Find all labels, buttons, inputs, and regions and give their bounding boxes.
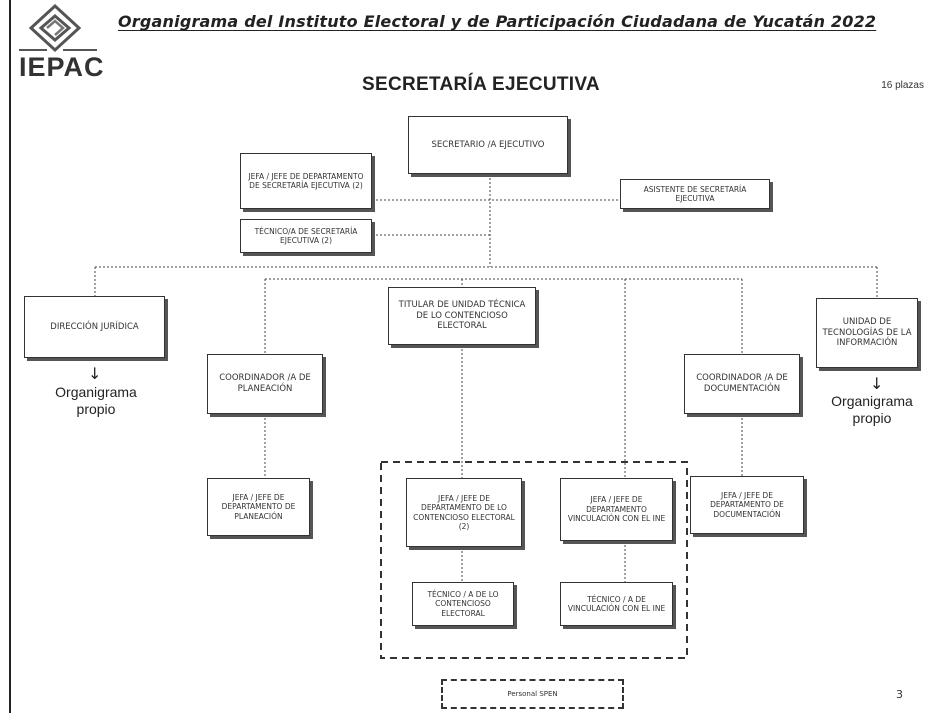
tecnico-vinculacion-box: TÉCNICO / A DE VINCULACIÓN CON EL INE	[560, 582, 673, 626]
tecnico-contencioso-box: TÉCNICO / A DE LO CONTENCIOSO ELECTORAL	[412, 582, 514, 626]
organigrama-propio-right: Organigrama propio	[831, 393, 913, 426]
section-title: SECRETARÍA EJECUTIVA	[0, 74, 928, 96]
asistente-box: ASISTENTE DE SECRETARÍA EJECUTIVA	[620, 179, 770, 209]
unidad-ti-box: UNIDAD DE TECNOLOGÍAS DE LA INFORMACIÓN	[816, 298, 918, 368]
coord-planeacion-box: COORDINADOR /A DE PLANEACIÓN	[207, 354, 323, 414]
section-title-text: SECRETARÍA EJECUTIVA	[362, 74, 600, 95]
titular-contencioso-box: TITULAR DE UNIDAD TÉCNICA DE LO CONTENCI…	[388, 287, 536, 345]
iepac-logo	[19, 4, 97, 53]
tecnico-secretaria-box: TÉCNICO/A DE SECRETARÍA EJECUTIVA (2)	[240, 219, 372, 253]
spen-legend-label: Personal SPEN	[507, 690, 558, 698]
down-arrow-icon: ↓	[870, 374, 884, 393]
secretario-ejecutivo-box: SECRETARIO /A EJECUTIVO	[408, 116, 568, 174]
direccion-juridica-box: DIRECCIÓN JURÍDICA	[24, 296, 165, 358]
logo-text: IEPAC	[19, 52, 105, 82]
document-title: Organigrama del Instituto Electoral y de…	[118, 12, 877, 31]
jefe-documentacion-box: JEFA / JEFE DE DEPARTAMENTO DE DOCUMENTA…	[690, 476, 804, 534]
jefe-contencioso-box: JEFA / JEFE DE DEPARTAMENTO DE LO CONTEN…	[406, 478, 522, 547]
down-arrow-icon: ↓	[88, 364, 102, 383]
jefe-planeacion-box: JEFA / JEFE DE DEPARTAMENTO DE PLANEACIÓ…	[207, 478, 310, 536]
page-left-border	[9, 0, 11, 713]
jefe-secretaria-box: JEFA / JEFE DE DEPARTAMENTO DE SECRETARÍ…	[240, 153, 372, 209]
organigrama-propio-left: Organigrama propio	[55, 384, 137, 417]
page-number: 3	[896, 688, 903, 701]
jefe-vinculacion-box: JEFA / JEFE DE DEPARTAMENTO VINCULACIÓN …	[560, 478, 673, 541]
plazas-count: 16 plazas	[881, 80, 924, 91]
spen-legend: Personal SPEN	[441, 679, 624, 709]
coord-documentacion-box: COORDINADOR /A DE DOCUMENTACIÓN	[684, 354, 800, 414]
